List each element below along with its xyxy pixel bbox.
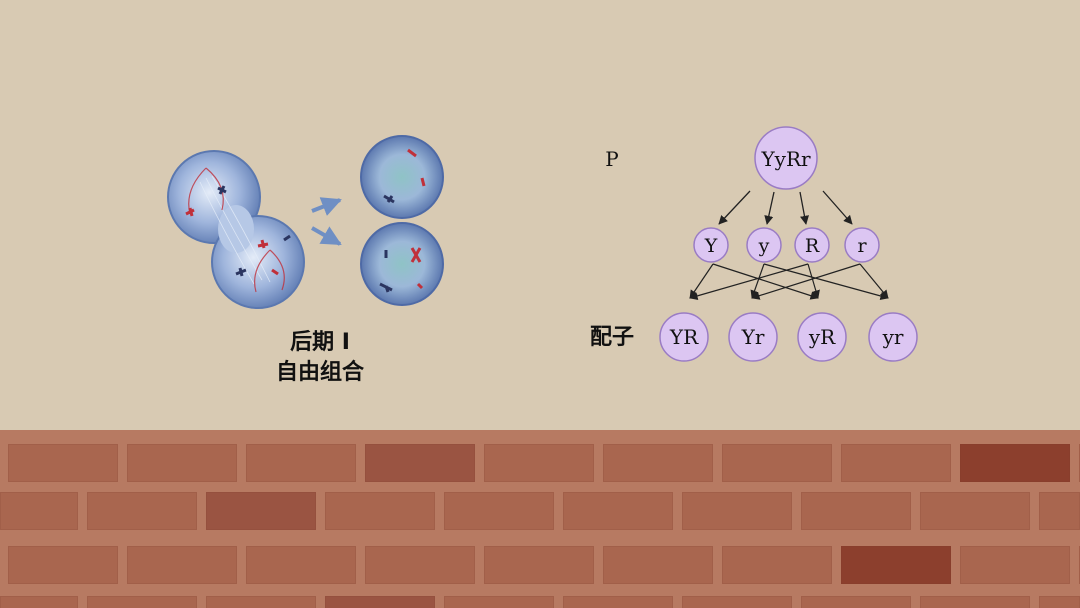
cross-arrow xyxy=(712,263,819,300)
meiosis-caption: 后期 I 自由组合 xyxy=(230,328,410,388)
brick xyxy=(127,546,237,584)
brick xyxy=(246,444,356,482)
brick xyxy=(484,444,594,482)
process-label: 自由组合 xyxy=(275,360,364,385)
parent-genotype: YyRr xyxy=(760,147,811,171)
brick xyxy=(722,444,832,482)
gamete-node-Yr: Yr xyxy=(728,312,778,362)
allele-node-R: R xyxy=(794,227,830,263)
parent-arrow xyxy=(764,191,775,225)
brick xyxy=(841,444,951,482)
dividing-cell xyxy=(167,150,305,309)
allele-node-r: r xyxy=(844,227,880,263)
cross-arrow xyxy=(807,263,820,299)
allele-label: y xyxy=(758,235,770,257)
allele-label: Y xyxy=(704,235,718,257)
allele-node-Y: Y xyxy=(693,227,729,263)
brick xyxy=(0,492,78,530)
parent-to-allele-arrows xyxy=(718,190,853,225)
parent-arrow xyxy=(799,191,809,225)
brick xyxy=(1039,492,1080,530)
brick xyxy=(682,596,792,608)
daughter-cell-top xyxy=(360,135,444,219)
allele-to-gamete-arrows xyxy=(689,263,889,301)
generation-label: P xyxy=(605,147,618,171)
brick xyxy=(801,492,911,530)
gametes-label: 配子 xyxy=(590,325,634,350)
brick xyxy=(206,492,316,530)
brick xyxy=(960,546,1070,584)
gamete-label: yr xyxy=(882,325,904,349)
brick xyxy=(563,492,673,530)
allele-label: R xyxy=(805,235,820,257)
gamete-label: yR xyxy=(808,325,836,349)
gamete-nodes: YR Yr yR yr xyxy=(659,312,918,362)
gamete-label: YR xyxy=(669,325,699,349)
brick xyxy=(87,596,197,608)
brick xyxy=(722,546,832,584)
brick xyxy=(8,546,118,584)
brick xyxy=(801,596,911,608)
brick xyxy=(960,444,1070,482)
brick xyxy=(87,492,197,530)
brick xyxy=(206,596,316,608)
daughter-cell-bottom xyxy=(360,222,444,306)
brick xyxy=(444,596,554,608)
parent-node: YyRr xyxy=(754,126,818,190)
brick xyxy=(682,492,792,530)
brick xyxy=(603,444,713,482)
cross-arrow xyxy=(763,263,889,301)
brick-wall xyxy=(0,430,1080,608)
arrow-to-bottom-cell xyxy=(311,226,342,246)
cross-arrow xyxy=(689,263,809,300)
brick xyxy=(325,492,435,530)
parent-arrow xyxy=(822,190,853,225)
arrow-to-top-cell xyxy=(311,197,342,216)
gamete-node-yR: yR xyxy=(797,312,847,362)
brick xyxy=(563,596,673,608)
brick xyxy=(444,492,554,530)
allele-node-y: y xyxy=(746,227,782,263)
cross-arrow xyxy=(750,263,765,299)
brick xyxy=(603,546,713,584)
brick xyxy=(920,596,1030,608)
cross-arrow xyxy=(859,263,889,299)
brick xyxy=(127,444,237,482)
brick xyxy=(484,546,594,584)
chromosome-group xyxy=(185,185,291,277)
gamete-node-yr: yr xyxy=(868,312,918,362)
brick xyxy=(365,546,475,584)
brick xyxy=(920,492,1030,530)
cross-arrow xyxy=(751,263,861,300)
brick xyxy=(0,596,78,608)
brick xyxy=(1039,596,1080,608)
allele-label: r xyxy=(857,235,867,257)
brick xyxy=(246,546,356,584)
gamete-node-YR: YR xyxy=(659,312,709,362)
brick xyxy=(841,546,951,584)
stage-label: 后期 I xyxy=(290,330,350,355)
brick xyxy=(365,444,475,482)
brick xyxy=(325,596,435,608)
gamete-label: Yr xyxy=(741,325,765,349)
parent-arrow xyxy=(718,190,751,225)
brick xyxy=(8,444,118,482)
